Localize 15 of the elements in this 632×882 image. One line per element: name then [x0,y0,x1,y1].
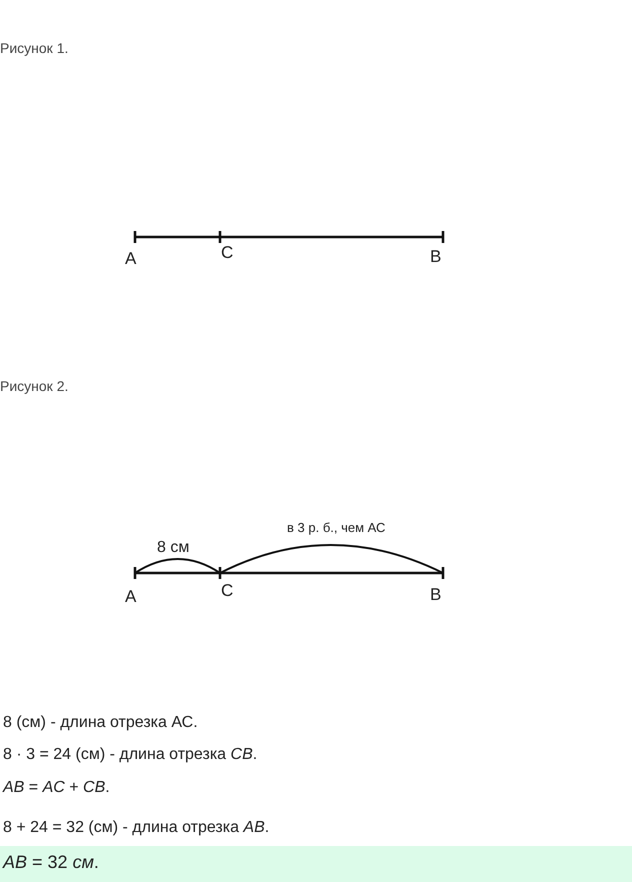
measure-label: в 3 р. б., чем АС [287,520,386,536]
answer-line: AB = 32 см. [3,851,100,874]
point-label: A [125,248,138,270]
solution-line: 8 + 24 = 32 (см) - длина отрезка AB. [3,818,270,838]
measure-label: 8 см [157,538,190,558]
figure-caption: Рисунок 1. [0,40,70,58]
point-label: B [430,584,442,606]
point-label: B [430,246,442,268]
solution-line: AB = AC + CB. [3,778,111,798]
figure-caption: Рисунок 2. [0,378,70,396]
solution-line: 8 · 3 = 24 (см) - длина отрезка CB. [3,745,258,765]
solution-line: 8 (см) - длина отрезка АС. [3,713,199,733]
point-label: A [125,586,138,608]
point-label: C [221,242,234,264]
point-label: C [221,580,234,602]
